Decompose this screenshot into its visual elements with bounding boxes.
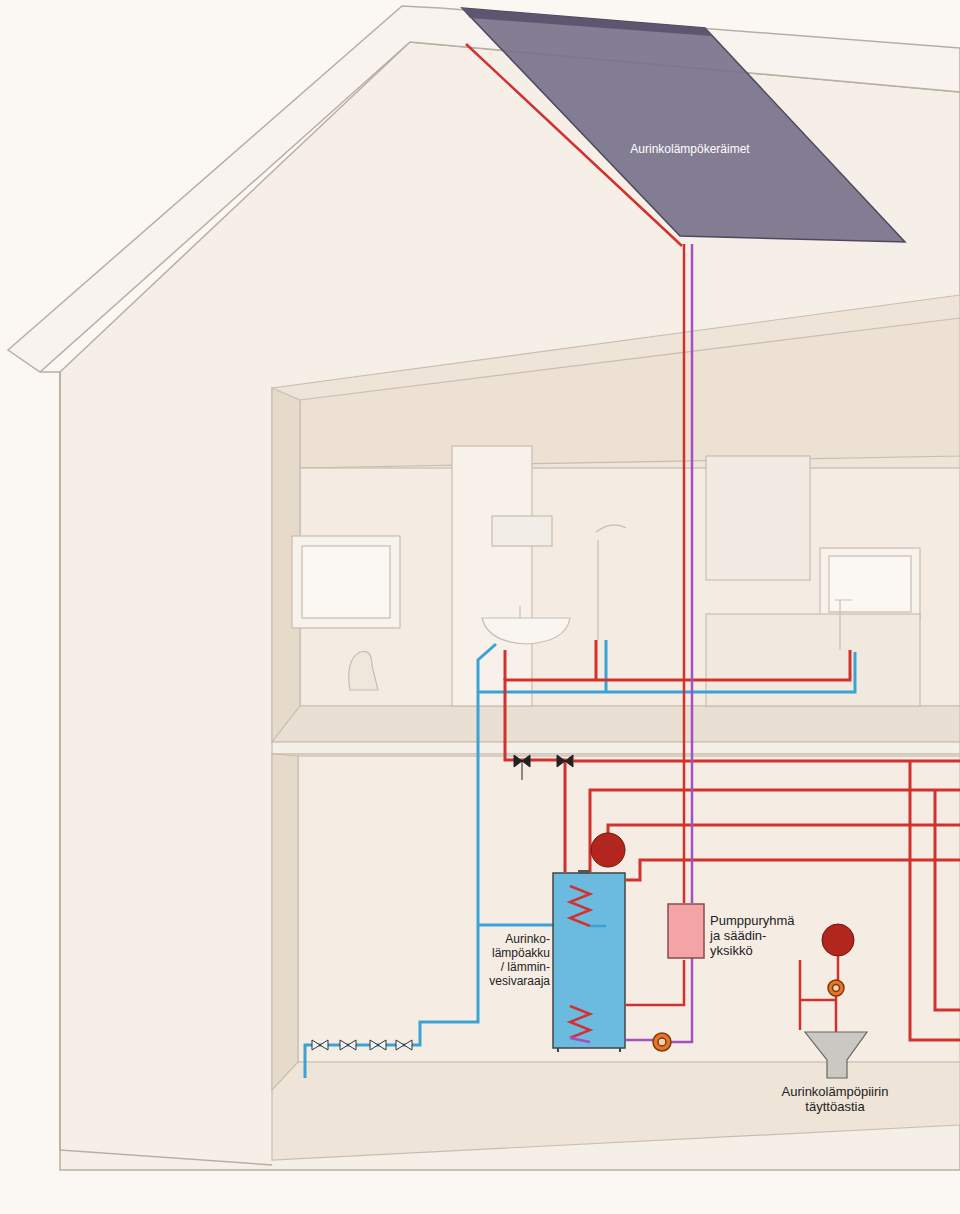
solar-circuit-pipes <box>626 956 838 1042</box>
upper-room <box>519 606 520 618</box>
ground-floor <box>298 756 960 1062</box>
solar-collector: Aurinkolämpökeräimet <box>460 6 906 244</box>
node-label: Aurinko- lämpöakku / lämmin- vesivaraaja <box>486 932 550 988</box>
upper-room <box>492 516 552 546</box>
fill-vessel-shape <box>775 1030 895 1080</box>
pipe-line <box>683 244 686 903</box>
upper-room <box>349 651 378 690</box>
pipe-line <box>799 960 802 1030</box>
cold-water-pipe <box>478 652 855 692</box>
upper-room <box>292 536 400 628</box>
node-label: Pumppuryhmä ja säädin- yksikkö <box>710 913 802 958</box>
heating-pipes <box>573 761 960 1040</box>
house-outline <box>40 371 60 373</box>
circulation-pump <box>828 980 844 996</box>
upper-room <box>706 456 810 580</box>
expansion-vessel <box>591 833 625 867</box>
upper-room <box>272 295 960 742</box>
cold-water-pipe <box>478 924 553 927</box>
solar-circuit-pipes <box>671 958 692 1042</box>
circulation-pump <box>653 1033 671 1051</box>
upper-room <box>272 295 960 742</box>
upper-room <box>272 706 960 742</box>
heating-pipes <box>573 760 960 763</box>
node-label: Aurinkolämpökeräimet <box>610 142 770 156</box>
heating-pipes <box>935 790 960 1010</box>
mixing-valves <box>514 755 530 780</box>
circulation-pump <box>658 1038 666 1046</box>
hot-water-pipe <box>505 640 850 872</box>
circulation-pump <box>833 985 840 992</box>
water-valves <box>340 1040 356 1050</box>
hot-water-pipe <box>595 640 598 680</box>
floor-slab <box>272 742 960 754</box>
solar-collector-shape <box>460 6 906 244</box>
upper-room <box>820 548 920 620</box>
water-valves <box>370 1040 386 1050</box>
pipe-line <box>691 244 694 903</box>
upper-room <box>829 556 911 612</box>
house-outline <box>59 372 61 1150</box>
mixing-valves <box>557 755 573 767</box>
hot-water-pipe <box>504 650 507 680</box>
mixing-valves <box>514 755 573 780</box>
water-valves <box>312 1040 328 1050</box>
upper-room <box>452 446 532 706</box>
heating-pipes <box>608 825 960 833</box>
water-valves <box>396 1040 412 1050</box>
storage-tank: Aurinko- lämpöakku / lämmin- vesivaraaja <box>486 870 626 1052</box>
upper-room <box>835 600 852 650</box>
ground-floor <box>272 754 960 1160</box>
node-label: Aurinkolämpöpiirin täyttöastia <box>775 1084 895 1114</box>
cold-water-pipe <box>305 644 496 1078</box>
pipe-line <box>626 960 684 1005</box>
ground-floor <box>272 754 960 1160</box>
upper-room <box>300 318 960 468</box>
upper-room <box>302 546 390 618</box>
ground-floor <box>272 754 298 1090</box>
pump-control-unit: Pumppuryhmä ja säädin- yksikkö <box>667 903 812 960</box>
upper-room <box>596 525 626 640</box>
pipe-connector <box>800 960 801 1030</box>
cold-water-pipe <box>605 640 608 692</box>
fill-vessel: Aurinkolämpöpiirin täyttöastia <box>775 1030 895 1118</box>
floor-slab <box>272 742 960 754</box>
solar-circuit-pipes <box>626 1039 653 1042</box>
water-valves <box>312 1040 412 1050</box>
heating-pipes <box>910 761 960 1040</box>
pump-control-unit-shape <box>667 903 705 959</box>
expansion-vessel <box>822 924 854 956</box>
house-outline <box>8 6 960 1170</box>
upper-room <box>482 618 570 644</box>
pipe-connector <box>684 244 692 903</box>
house-outline <box>60 1150 272 1165</box>
pipe-connector <box>626 960 684 1005</box>
